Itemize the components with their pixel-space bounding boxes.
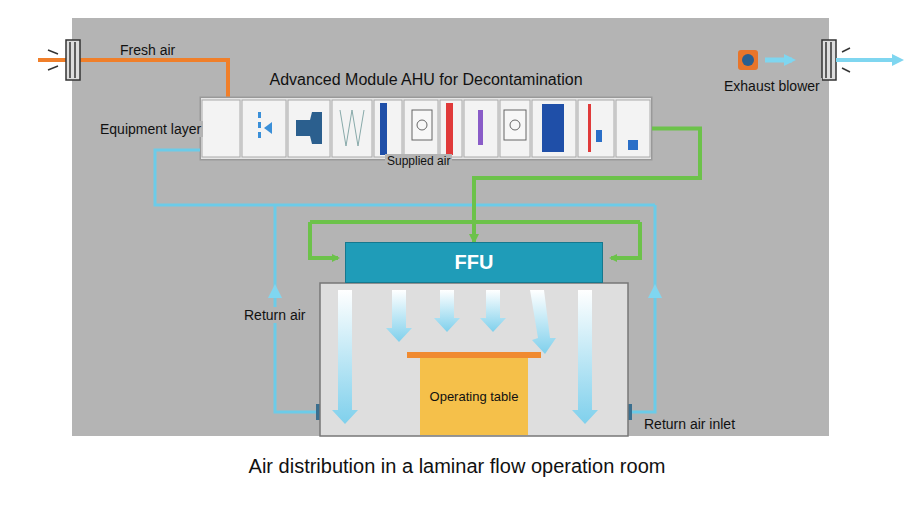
exhaust-duct: [836, 58, 900, 62]
exhaust-blower-icon: [738, 50, 758, 70]
equipment-ground: [72, 18, 829, 436]
operating-table: Operating table: [420, 358, 528, 435]
unit-heading: Advanced Module AHU for Decontamination: [269, 71, 582, 89]
node-text: Operating table: [430, 389, 519, 404]
left-grille: [48, 40, 80, 80]
laminar-airflow: [332, 290, 598, 424]
caption: Air distribution in a laminar flow opera…: [0, 455, 910, 478]
supply-duct: [474, 129, 700, 243]
edge-label: Supplied air: [385, 154, 452, 168]
operating-room: [320, 283, 628, 436]
ahu-modules: [200, 97, 652, 160]
equipment-label: Exhaust blower: [722, 78, 822, 94]
area-label: Equipment layer: [98, 121, 203, 137]
flow-label: Fresh air: [118, 42, 177, 58]
flow-label: Return air: [242, 307, 307, 323]
part-label: Return air inlet: [642, 416, 737, 432]
ahu-unit: Advanced Module AHU for Decontamination: [200, 97, 652, 160]
node-text: FFU: [455, 251, 494, 274]
ffu-box: FFU: [345, 242, 603, 283]
